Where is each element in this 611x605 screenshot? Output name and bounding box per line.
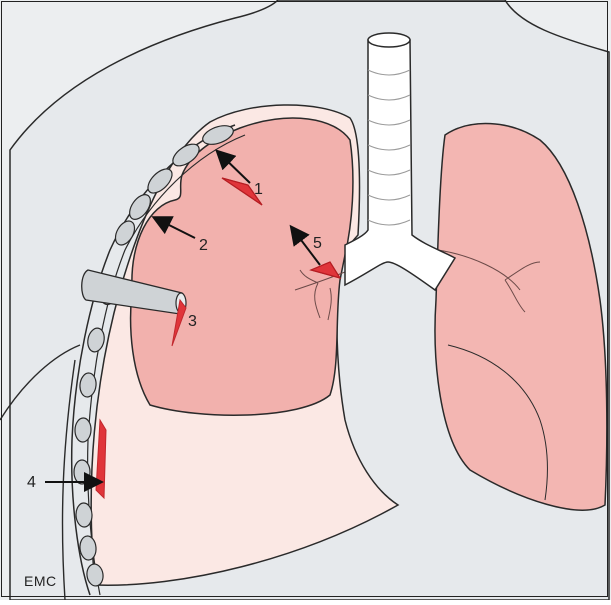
figure-frame [1,1,608,597]
